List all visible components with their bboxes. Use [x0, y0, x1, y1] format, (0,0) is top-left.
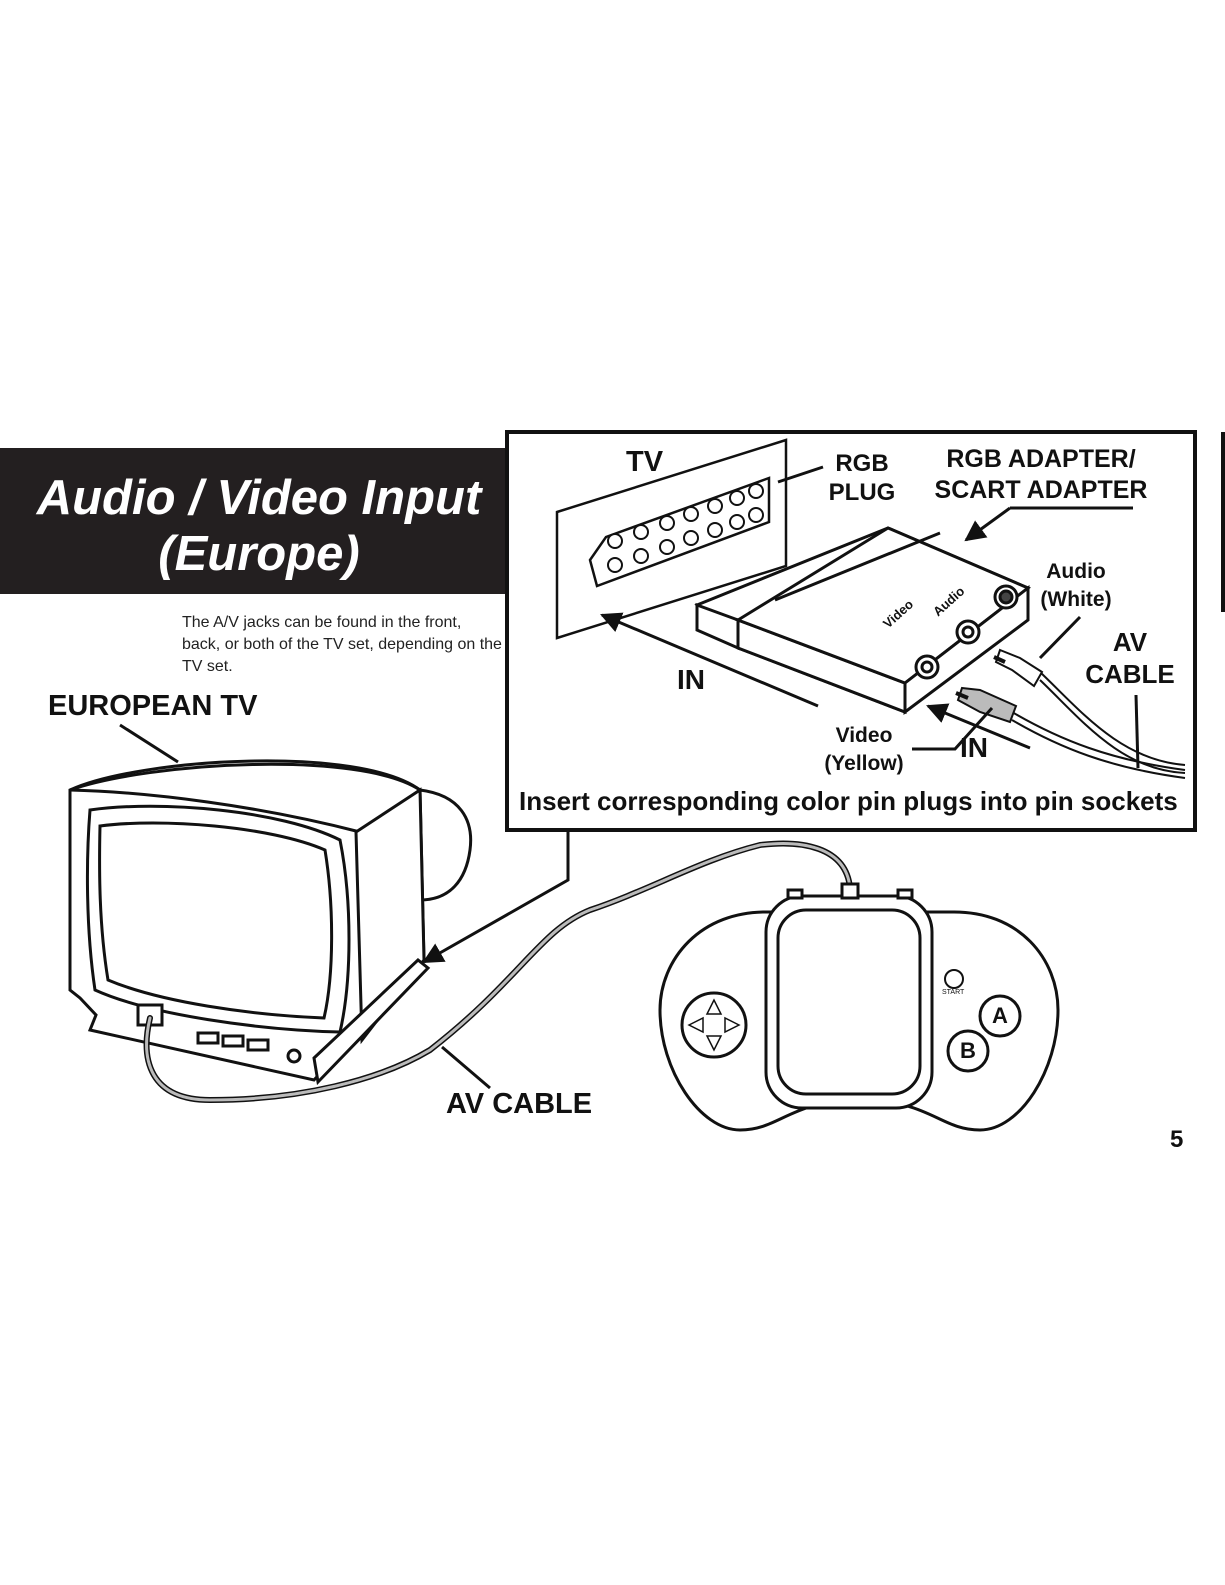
label-in-right: IN — [960, 732, 988, 763]
game-console — [658, 882, 1060, 1132]
label-av-cable-line-2: CABLE — [1085, 659, 1175, 689]
label-european-tv: EUROPEAN TV — [48, 690, 258, 722]
label-video: Video (Yellow) — [816, 722, 912, 778]
page-title: Audio / Video Input (Europe) — [0, 470, 518, 582]
label-av-cable-bottom: AV CABLE — [446, 1088, 593, 1120]
label-tv: TV — [626, 446, 664, 478]
label-adapter: RGB ADAPTER/ SCART ADAPTER — [934, 444, 1148, 506]
label-rgb-plug-line-1: RGB — [835, 450, 889, 477]
rca-cables — [955, 648, 1186, 779]
page-number: 5 — [1170, 1126, 1184, 1153]
label-av-cable-inset: AV CABLE — [1084, 626, 1176, 690]
label-rgb-plug: RGB PLUG — [822, 449, 902, 507]
label-in-left: IN — [677, 664, 705, 695]
inset-leaders — [600, 465, 1140, 769]
av-cable-pointer — [441, 1045, 491, 1090]
scart-adapter — [694, 526, 1031, 715]
label-audio-line-2: (White) — [1040, 588, 1112, 611]
title-line-1: Audio / Video Input — [36, 471, 482, 525]
button-b-label: B — [960, 1038, 976, 1063]
label-video-line-2: (Yellow) — [824, 752, 904, 775]
av-cable — [143, 840, 853, 1104]
tv-panel — [555, 438, 788, 640]
label-audio: Audio (White) — [1030, 558, 1122, 614]
label-rgb-plug-line-2: PLUG — [828, 479, 896, 506]
label-video-line-1: Video — [835, 724, 893, 747]
european-tv — [68, 759, 473, 1086]
instruction-text: Insert corresponding color pin plugs int… — [519, 786, 1178, 816]
title-band — [0, 448, 518, 594]
button-a-label: A — [992, 1003, 1008, 1028]
label-adapter-line-2: SCART ADAPTER — [934, 476, 1148, 504]
intro-text: The A/V jacks can be found in the front,… — [182, 614, 502, 675]
label-av-cable-line-1: AV — [1112, 627, 1148, 657]
tv-pointer — [119, 723, 179, 764]
inset-connector — [422, 832, 570, 964]
edge-bar — [1221, 432, 1225, 612]
label-adapter-line-1: RGB ADAPTER/ — [946, 445, 1136, 473]
title-line-2: (Europe) — [158, 527, 360, 581]
start-label: START — [942, 989, 965, 996]
label-audio-line-1: Audio — [1046, 560, 1106, 583]
